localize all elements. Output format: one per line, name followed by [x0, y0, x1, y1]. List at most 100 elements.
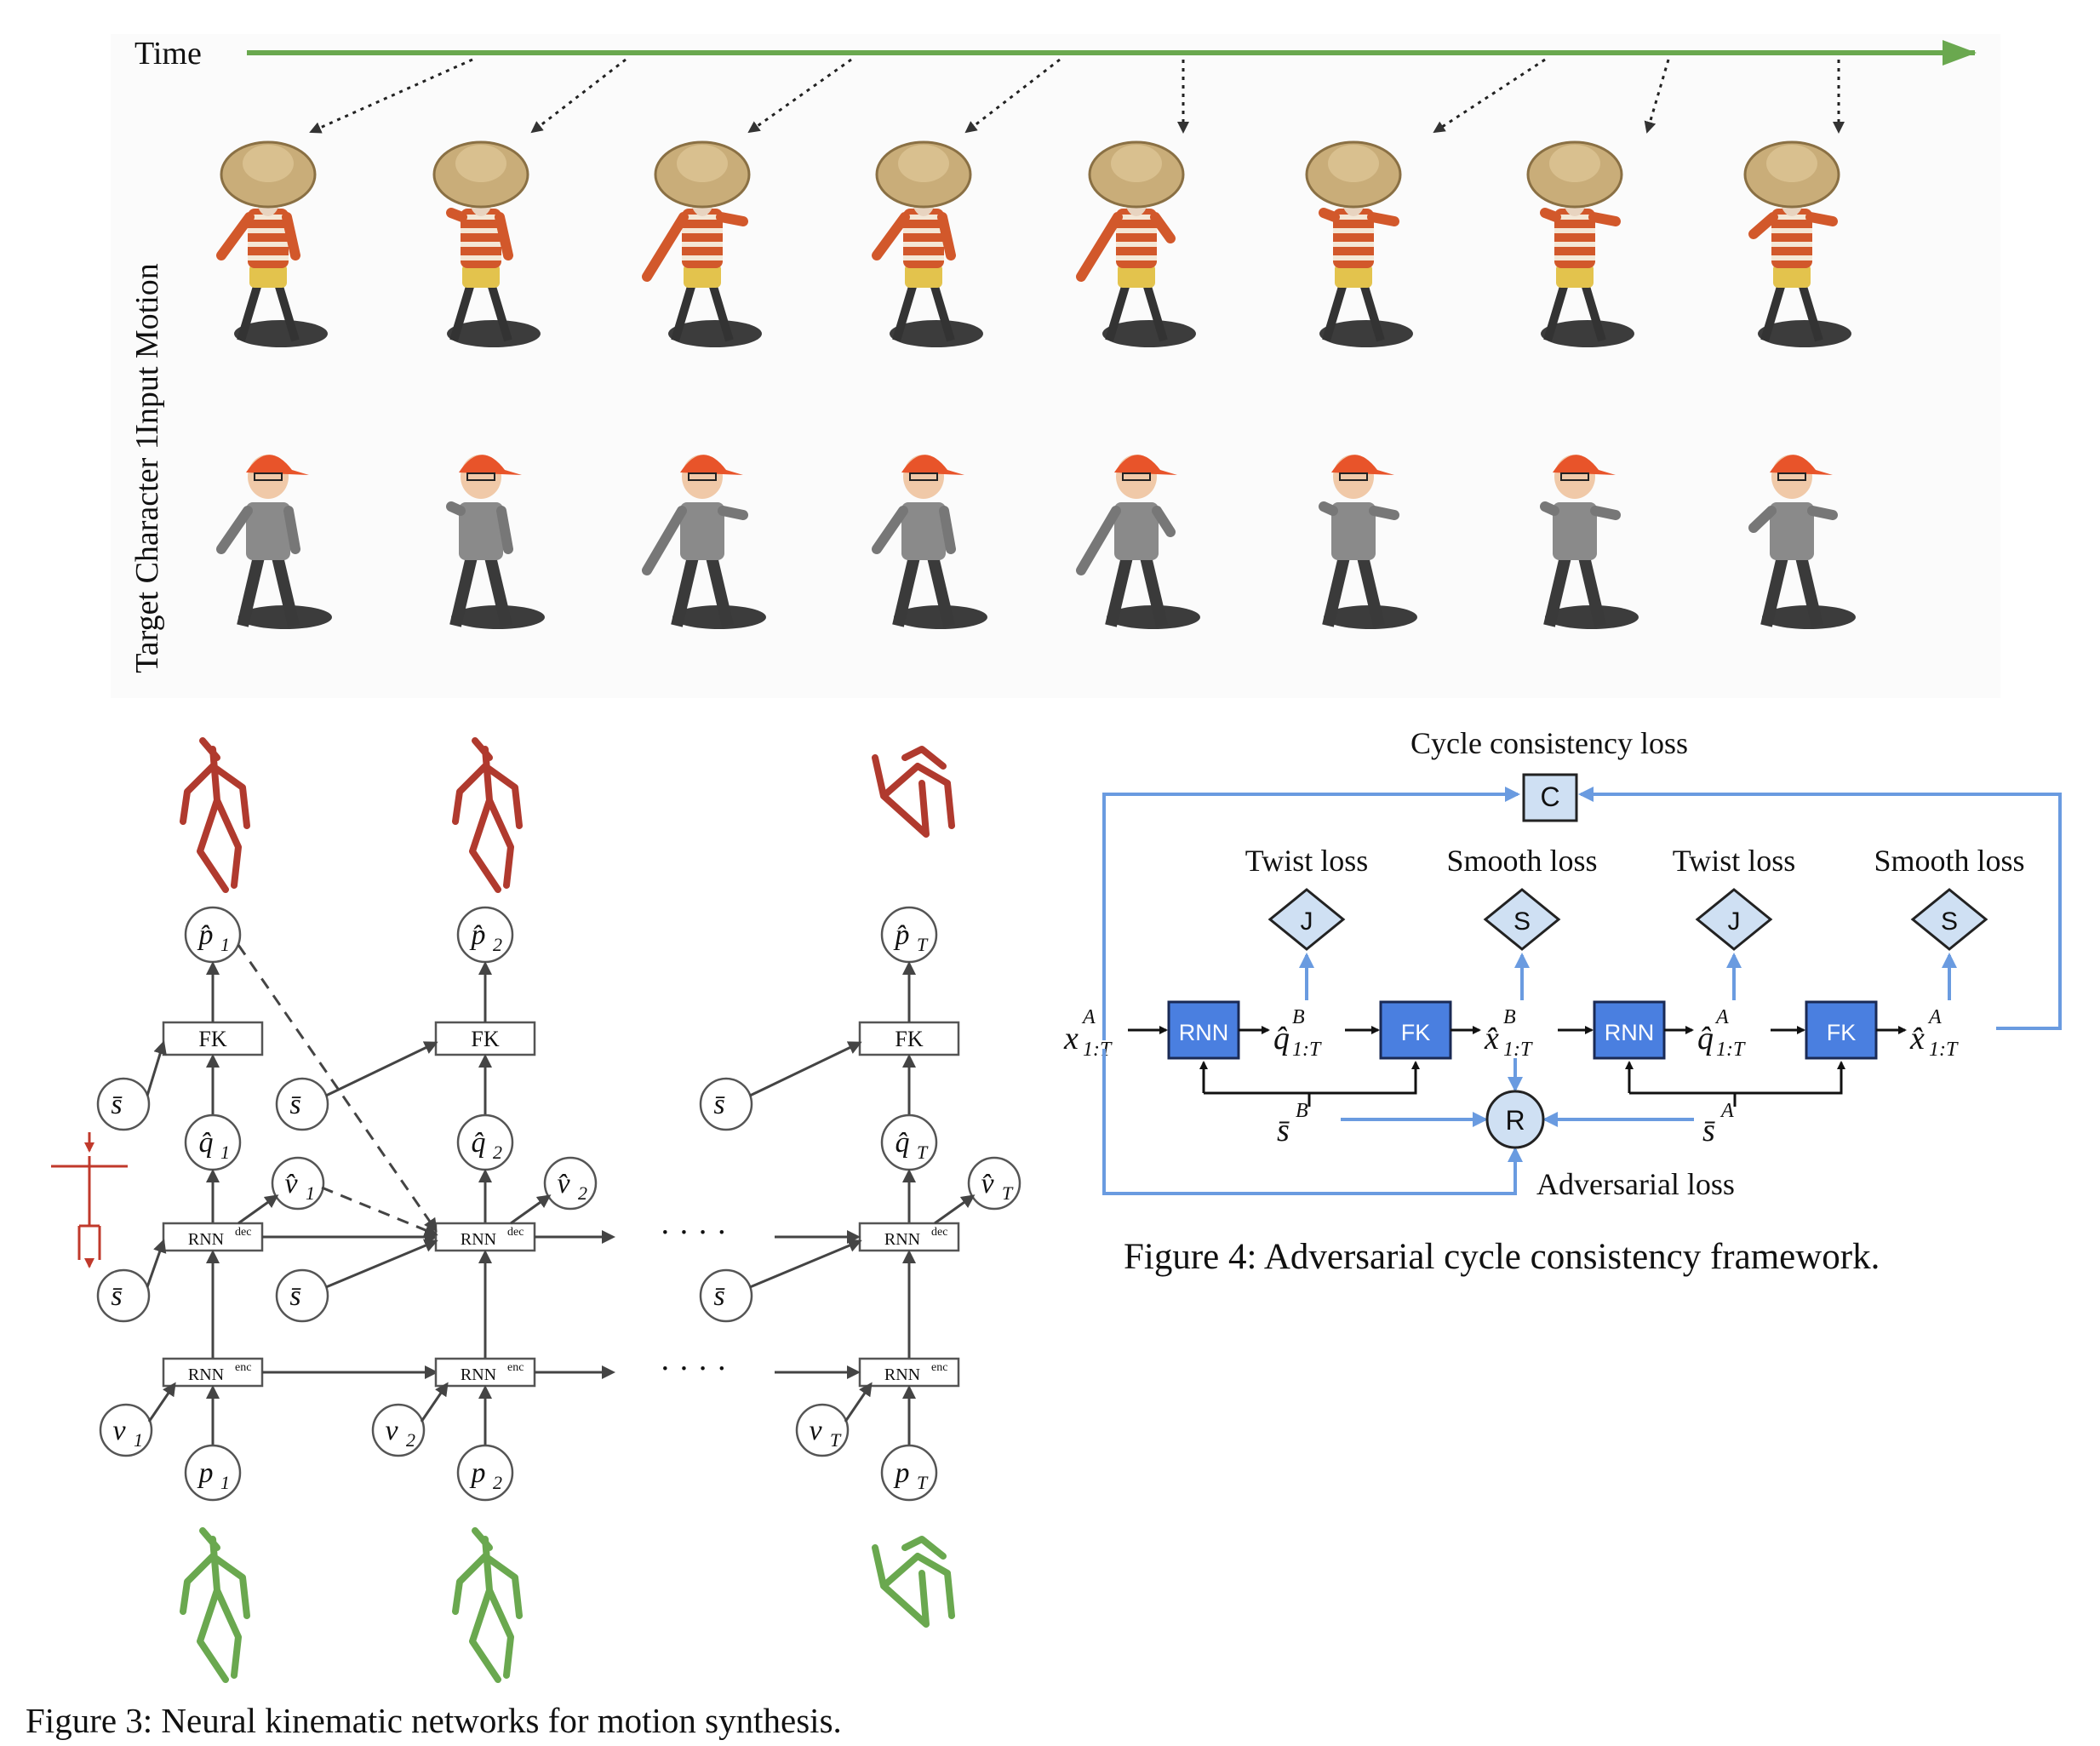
svg-text:1:T: 1:T	[1929, 1039, 1959, 1061]
svg-text:s̄: s̄	[713, 1089, 725, 1120]
s-bar-node-3: s̄	[699, 1077, 753, 1131]
s-bar-b-var: s̄ B	[1277, 1100, 1308, 1148]
svg-text:p̂: p̂	[197, 919, 214, 951]
fk-box-1: FK	[162, 1021, 264, 1056]
svg-text:RNN: RNN	[188, 1365, 224, 1384]
svg-text:q̂: q̂	[472, 1127, 486, 1159]
time-label: Time	[134, 36, 202, 72]
fk-box-2-label: FK	[1827, 1020, 1857, 1045]
input-character	[642, 140, 762, 347]
x-in-var: x A 1:T	[1063, 1006, 1113, 1061]
svg-text:1:T: 1:T	[1716, 1039, 1746, 1061]
adversarial-loss-label: Adversarial loss	[1536, 1167, 1735, 1201]
svg-text:1: 1	[220, 934, 230, 955]
dashed-v-to-next-dec	[321, 1186, 438, 1237]
input-character	[432, 140, 541, 347]
time-pointers	[309, 58, 1845, 134]
mid-skeleton	[51, 1132, 128, 1268]
svg-text:T: T	[830, 1429, 842, 1451]
svg-text:2: 2	[493, 934, 502, 955]
rnn-box-1-label: RNN	[1179, 1020, 1229, 1045]
bracket-fk2-up	[1629, 1061, 1845, 1095]
arrow-sbar-to-fk	[749, 1041, 862, 1097]
figure-4-diagram: Cycle consistency loss C Twist lossJSmoo…	[1063, 726, 2062, 1201]
svg-text:dec: dec	[507, 1226, 524, 1239]
loss-symbol: J	[1301, 907, 1313, 936]
target-character	[446, 455, 545, 629]
arrow-v-to-enc	[147, 1382, 176, 1423]
svg-text:FK: FK	[895, 1027, 923, 1051]
svg-text:p̂: p̂	[470, 919, 486, 951]
target-character	[1540, 455, 1639, 629]
loss-diamond	[1910, 888, 1988, 951]
p-hat-node-3: p̂T	[880, 906, 938, 964]
target-character	[642, 455, 766, 629]
motion-strip: Time Input Motion Target Character 1	[111, 34, 2000, 698]
svg-text:v: v	[809, 1415, 822, 1446]
x-hat-b-var: x̂ B 1:T	[1484, 1006, 1533, 1061]
target-character	[1076, 455, 1200, 629]
input-character	[872, 140, 983, 347]
svg-text:T: T	[917, 1472, 929, 1493]
svg-text:x̂: x̂	[1484, 1021, 1499, 1056]
svg-text:s̄: s̄	[111, 1280, 123, 1312]
arrow-sbar-to-dec	[749, 1239, 862, 1289]
figure-3-caption: Figure 3: Neural kinematic networks for …	[26, 1701, 842, 1740]
arrow-sbar-to-dec	[325, 1239, 438, 1289]
strip-background	[111, 34, 2000, 698]
svg-text:A: A	[1081, 1006, 1096, 1028]
rnn-dec-box-2: RNN dec	[434, 1222, 536, 1252]
input-skeleton	[872, 1536, 955, 1628]
svg-text:x̂: x̂	[1909, 1021, 1925, 1056]
svg-text:FK: FK	[471, 1027, 499, 1051]
output-skeleton	[452, 737, 523, 893]
svg-text:p: p	[197, 1457, 214, 1489]
svg-text:1: 1	[306, 1182, 315, 1204]
target-character	[1748, 455, 1856, 629]
arrow-sbar-to-dec	[146, 1239, 167, 1288]
row-label-input-motion: Input Motion	[129, 263, 165, 435]
svg-text:1: 1	[134, 1429, 143, 1451]
output-skeleton	[180, 737, 250, 893]
svg-text:enc: enc	[507, 1361, 524, 1374]
svg-text:2: 2	[493, 1142, 502, 1163]
output-skeleton	[872, 746, 955, 838]
svg-text:s̄: s̄	[1702, 1113, 1715, 1148]
p-hat-node-1: p̂ 1	[184, 906, 242, 964]
svg-text:q̂: q̂	[896, 1127, 910, 1159]
target-character	[1319, 455, 1417, 629]
svg-text:enc: enc	[931, 1361, 947, 1374]
svg-text:v̂: v̂	[981, 1168, 994, 1199]
svg-text:A: A	[1719, 1100, 1734, 1122]
q-hat-node-3: q̂T	[880, 1113, 938, 1171]
svg-text:A: A	[1714, 1006, 1729, 1028]
ellipsis-enc: · · · ·	[660, 1351, 727, 1387]
s-bar-node-2: s̄	[275, 1077, 329, 1131]
time-pointer	[1644, 59, 1670, 134]
loss-label: Smooth loss	[1446, 844, 1597, 878]
s-bar-lower-node-3: s̄	[699, 1268, 753, 1323]
svg-text:1:T: 1:T	[1292, 1039, 1322, 1061]
svg-text:1:T: 1:T	[1503, 1039, 1533, 1061]
svg-text:A: A	[1927, 1006, 1942, 1028]
arrow-sbar-to-fk	[146, 1040, 167, 1096]
cycle-consistency-label: Cycle consistency loss	[1410, 726, 1688, 760]
s-bar-node-1: s̄	[96, 1077, 151, 1131]
arrow-dec-to-vhat	[510, 1194, 552, 1225]
loss-diamond	[1483, 888, 1561, 951]
row-label-target-character: Target Character 1	[129, 433, 165, 673]
svg-text:RNN: RNN	[461, 1230, 496, 1249]
rnn-box-2-label: RNN	[1605, 1020, 1655, 1045]
input-skeleton	[180, 1527, 250, 1683]
r-circle-label: R	[1505, 1105, 1525, 1136]
svg-text:v̂: v̂	[284, 1168, 298, 1199]
input-character	[1743, 140, 1851, 347]
